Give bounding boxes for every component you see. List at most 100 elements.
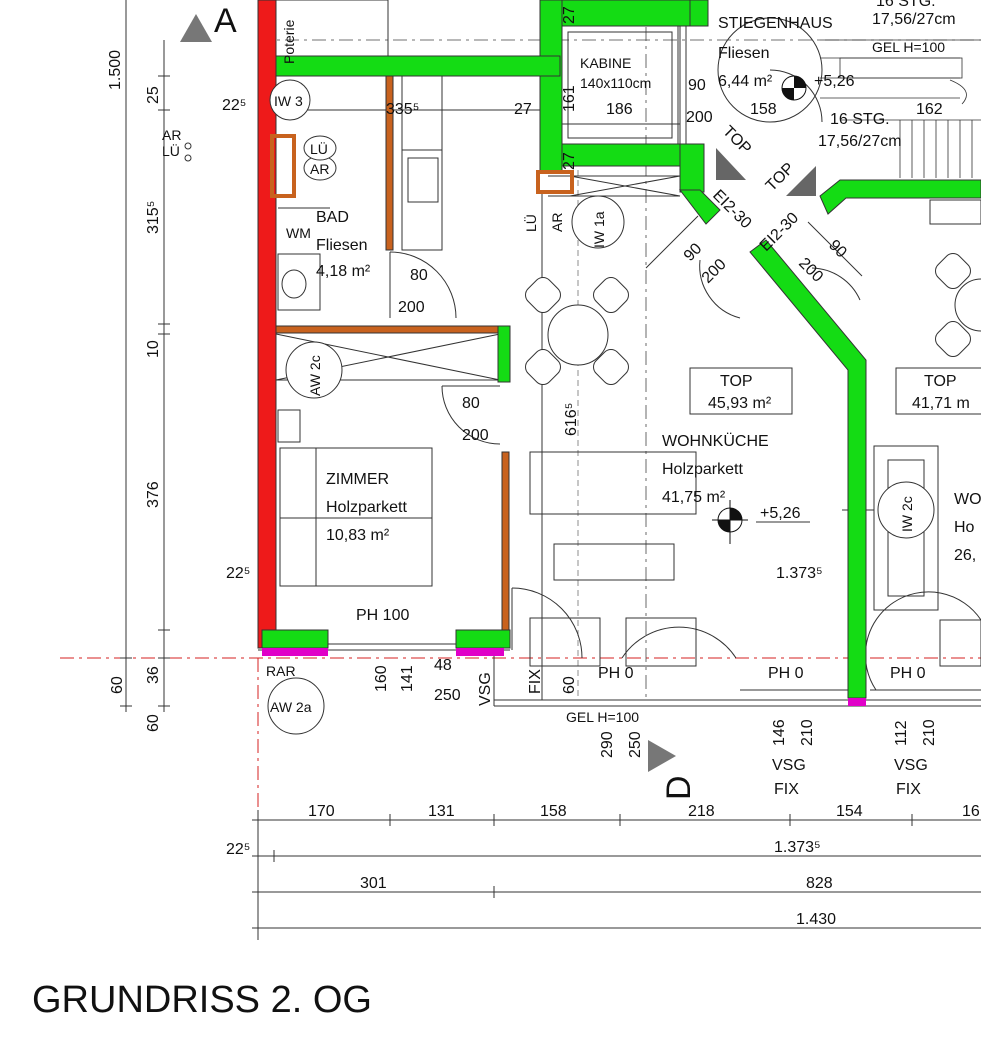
dim-90a: 90 — [688, 77, 706, 94]
kabine-name: KABINE — [580, 55, 631, 71]
bad-floor: Fliesen — [316, 237, 368, 254]
dim-90c: 90 — [825, 237, 850, 262]
dim-146: 146 — [771, 719, 788, 746]
vent-symbols — [184, 135, 337, 181]
stiegenhaus-floor: Fliesen — [718, 45, 770, 62]
wohnkueche-name: WOHNKÜCHE — [662, 432, 769, 450]
vsg-2-label: VSG — [894, 757, 928, 774]
left-dimension-chain — [120, 0, 170, 712]
zimmer-floor: Holzparkett — [326, 499, 407, 516]
dim-10: 10 — [145, 340, 162, 358]
dim-290: 290 — [599, 731, 616, 758]
dim-80a: 80 — [410, 267, 428, 284]
dim-200c: 200 — [462, 427, 489, 444]
level-marker-icon — [781, 75, 807, 101]
dim-b301: 301 — [360, 875, 387, 892]
wo-right-area: 26, — [954, 547, 976, 564]
top-left-area: 45,93 m² — [708, 395, 772, 412]
iw1a-label: IW 1a — [591, 211, 607, 248]
top-left-label: TOP — [720, 373, 753, 390]
kabine-dim: 186 — [606, 101, 633, 118]
dim-161: 161 — [561, 85, 578, 112]
wall-tag-circles — [267, 79, 935, 735]
dim-225b: 22⁵ — [226, 565, 250, 582]
insulation-strips — [262, 648, 866, 706]
dim-27b: 27 — [561, 6, 578, 24]
dim-3155: 315⁵ — [145, 201, 162, 234]
ph0-a-label: PH 0 — [598, 665, 634, 682]
dim-b1430: 1.430 — [796, 911, 836, 928]
bath-fixtures — [281, 157, 439, 299]
zimmer-name: ZIMMER — [326, 471, 389, 488]
dim-27c: 27 — [561, 152, 578, 170]
iw3-label: IW 3 — [274, 93, 303, 109]
bad-area: 4,18 m² — [316, 263, 371, 280]
dim-b170: 170 — [308, 803, 335, 820]
section-mark-d: D — [648, 740, 698, 800]
dim-225c: 22⁵ — [226, 841, 250, 858]
dim-b218: 218 — [688, 803, 715, 820]
stair-treads — [820, 39, 981, 178]
dim-36: 36 — [145, 666, 162, 684]
dim-112: 112 — [893, 720, 910, 746]
zimmer-area: 10,83 m² — [326, 527, 390, 544]
dim-210b: 210 — [921, 719, 938, 746]
top-right-label: TOP — [924, 373, 957, 390]
wohnkueche-area: 41,75 m² — [662, 489, 726, 506]
iw2c-label: IW 2c — [899, 496, 915, 532]
dining-table — [525, 277, 629, 385]
stg-mid-a-label: 17,56/27cm — [818, 133, 902, 150]
wo-right-floor: Ho — [954, 519, 975, 536]
stiegenhaus-name: STIEGENHAUS — [718, 15, 833, 32]
stg-top-label: 16 STG. — [876, 0, 936, 10]
dim-250a: 250 — [434, 687, 461, 704]
dim-376: 376 — [145, 481, 162, 508]
dim-3355: 335⁵ — [386, 101, 419, 118]
stg-top-a-label: 17,56/27cm — [872, 11, 956, 28]
dim-90b: 90 — [681, 240, 706, 265]
ph0-c-label: PH 0 — [890, 665, 926, 682]
ar-label: AR — [310, 161, 329, 177]
dim-b13735: 1.373⁵ — [774, 839, 821, 856]
dim-b158: 158 — [540, 803, 567, 820]
dim-80b: 80 — [462, 395, 480, 412]
dim-48: 48 — [434, 657, 452, 674]
fix-label: FIX — [527, 669, 544, 694]
dim-158a: 158 — [750, 101, 777, 118]
kabine-size: 140x110cm — [580, 75, 651, 91]
top-right-area: 41,71 m — [912, 395, 970, 412]
ph100-label: PH 100 — [356, 607, 409, 624]
lue-vertical-label: LÜ — [522, 214, 539, 232]
dim-200d: 200 — [699, 256, 730, 287]
walls-light — [270, 75, 574, 631]
arrow-top-right — [786, 166, 816, 196]
dim-b131: 131 — [428, 803, 455, 820]
ar-lue-2: LÜ — [162, 142, 180, 159]
dim-60a: 60 — [109, 676, 126, 694]
stg-mid-label: 16 STG. — [830, 111, 890, 128]
bottom-dimension-chains — [252, 810, 981, 940]
section-mark-a: A — [180, 2, 237, 42]
bad-wm: WM — [286, 225, 311, 241]
dim-250b: 250 — [627, 731, 644, 758]
dim-60c: 60 — [561, 676, 578, 694]
fix-2-label: FIX — [896, 781, 921, 798]
ph0-b-label: PH 0 — [768, 665, 804, 682]
wohnkueche-floor: Holzparkett — [662, 461, 743, 478]
gel-top-label: GEL H=100 — [872, 39, 945, 55]
vsg-1-label: VSG — [772, 757, 806, 774]
level-marker-main-icon — [712, 500, 748, 544]
rar-label: RAR — [266, 663, 296, 679]
dim-225a: 22⁵ — [222, 97, 246, 114]
dim-141: 141 — [399, 665, 416, 692]
room-labels: STIEGENHAUS Fliesen 6,44 m² KABINE 140x1… — [286, 15, 981, 564]
dim-1500: 1.500 — [107, 50, 124, 90]
gel-bottom-label: GEL H=100 — [566, 709, 639, 725]
dim-b154: 154 — [836, 803, 863, 820]
dim-162: 162 — [916, 101, 943, 118]
section-mark-a-label: A — [214, 2, 237, 40]
arrow-top-left — [716, 148, 746, 180]
poteriel-label: Poterie — [281, 19, 297, 64]
aw2c-label: AW 2c — [307, 355, 323, 396]
